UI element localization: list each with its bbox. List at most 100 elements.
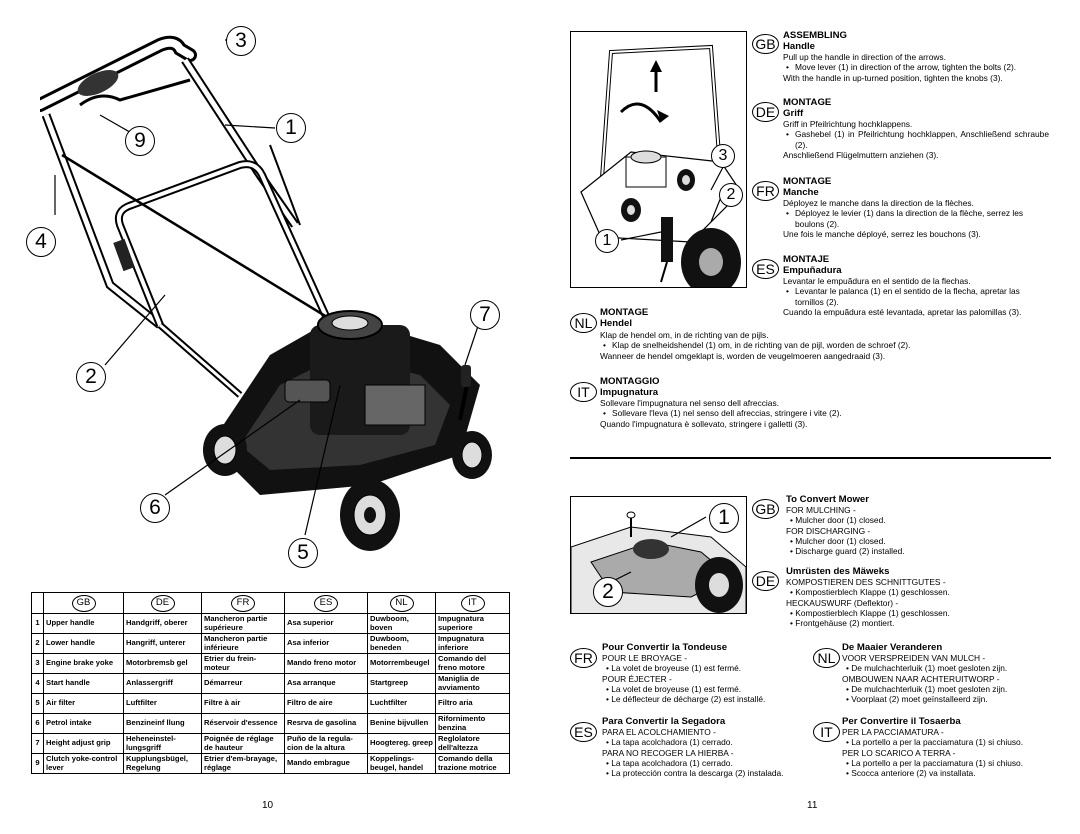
fig1-callout-2: 2 [719,183,743,207]
convert-badge-nl: NL [813,648,840,668]
col-header-gb: GB [43,592,124,614]
callout-1: 1 [276,113,306,143]
table-cell: Asa arranque [284,673,368,694]
convert-de-line: • Frontgehäuse (2) montiert. [790,618,895,629]
table-cell: Impugnatura superiore [435,613,510,634]
convert-es-line: • La tapa acolchadora (1) cerrado. [606,737,733,748]
table-cell: Mando embrague [284,753,368,774]
table-cell: Filtre à air [201,693,285,714]
convert-fr-line: POUR ÉJECTER - [602,673,672,684]
badge-de: DE [752,102,779,122]
convert-fr-line: • La volet de broyeuse (1) est fermé. [606,663,742,674]
table-cell: Hangriff, unterer [123,633,202,654]
assembling-nl-body: Klap de hendel om, in de richting van de… [600,330,1040,361]
table-cell: Petrol intake [43,713,124,734]
assembling-gb-subtitle: Handle [783,41,815,52]
table-cell: Clutch yoke-control lever [43,753,124,774]
table-cell: Motorbremsb gel [123,653,202,674]
col-header-nl: NL [367,592,436,614]
assembling-fr-note: Une fois le manche déployé, serrez les b… [783,228,981,239]
table-cell: Poignée de réglage de hauteur [201,733,285,754]
assembling-fr-section: MONTAGE Manche Déployez le manche dans l… [783,176,1049,239]
convert-gb-line: FOR DISCHARGING - [786,525,871,536]
table-cell-index: 9 [31,753,44,774]
table-cell: Height adjust grip [43,733,124,754]
badge-gb: GB [752,34,779,54]
convert-it-line: • La portello a per la pacciamatura (1) … [846,757,1024,768]
section-divider [570,457,1051,459]
assembling-fr-bullet: Déployez le levier (1) dans la direction… [783,208,1049,229]
mower-parts-illustration [40,35,492,551]
table-cell: Engine brake yoke [43,653,124,674]
assembling-de-title: MONTAGE [783,97,832,108]
assembling-de-text: Griff in Pfeilrichtung hochklappens. [783,119,913,129]
badge-it: IT [570,382,597,402]
badge-es: ES [752,259,779,279]
col-header-es: ES [284,592,368,614]
assembling-gb-bullet: Move lever (1) in direction of the arrow… [783,62,1049,73]
table-cell-index: 6 [31,713,44,734]
callout-2: 2 [76,362,106,392]
assembling-fr-subtitle: Manche [783,187,819,198]
table-cell: Resrva de gasolina [284,713,368,734]
table-cell: Handgriff, oberer [123,613,202,634]
callout-5: 5 [288,538,318,568]
callout-9: 9 [125,126,155,156]
convert-badge-gb: GB [752,499,779,519]
convert-nl-title: De Maaier Veranderen [842,642,943,653]
table-cell: Etrier d'em-brayage, réglage [201,753,285,774]
convert-es-line: PARA NO RECOGER LA HIERBA - [602,747,734,758]
convert-es-line: • La tapa acolchadora (1) cerrado. [606,757,733,768]
convert-gb-section: To Convert Mower FOR MULCHING - • Mulche… [786,494,1046,556]
assembling-de-bullet: Gashebel (1) in Pfeilrichtung hochklappe… [783,129,1049,150]
assembling-it-subtitle: Impugnatura [600,387,659,398]
fig1-callout-3: 3 [711,144,735,168]
table-cell: Lower handle [43,633,124,654]
convert-fr-section: Pour Convertir la Tondeuse POUR LE BROYA… [602,642,817,704]
table-cell: Asa superior [284,613,368,634]
handle-assembly-figure: 3 2 1 [570,31,747,288]
table-cell: Comando del freno motore [435,653,510,674]
table-cell-index: 2 [31,633,44,654]
page-number-right: 11 [807,800,818,811]
table-cell: Filtro de aire [284,693,368,714]
table-cell: Mancheron partie inférieure [201,633,285,654]
assembling-it-text: Sollevare l'impugnatura nel senso dell a… [600,398,779,408]
convert-gb-line: • Discharge guard (2) installed. [790,546,905,557]
table-cell: Upper handle [43,613,124,634]
fig2-callout-2: 2 [593,577,623,607]
convert-it-line: • La portello a per la pacciamatura (1) … [846,737,1024,748]
assembling-es-section: MONTAJE Empuñadura Levantar le empuãdura… [783,254,1051,317]
convert-gb-line: • Mulcher door (1) closed. [790,515,886,526]
table-cell: Luftfilter [123,693,202,714]
table-cell: Filtro aria [435,693,510,714]
convert-it-line: • Scocca anteriore (2) va installata. [846,768,976,779]
convert-it-line: PER LA PACCIAMATURA - [842,727,944,737]
convert-de-line: HECKAUSWURF (Deflektor) - [786,597,899,608]
assembling-fr-text: Déployez le manche dans la direction de … [783,198,974,208]
callout-3: 3 [226,26,256,56]
callout-4: 4 [26,227,56,257]
convert-badge-it: IT [813,722,840,742]
convert-nl-line: OMBOUWEN NAAR ACHTERUITWORP - [842,673,1000,684]
convert-nl-line: • De mulchachterluik (1) moet gesloten z… [846,683,1008,694]
col-header-it: IT [435,592,510,614]
assembling-gb-section: ASSEMBLING Handle Pull up the handle in … [783,30,1049,83]
convert-gb-line: • Mulcher door (1) closed. [790,535,886,546]
convert-fr-title: Pour Convertir la Tondeuse [602,642,728,653]
table-cell: Réservoir d'essence [201,713,285,734]
callout-6: 6 [140,493,170,523]
badge-nl: NL [570,313,597,333]
table-cell: Heheneinstel-lungsgriff [123,733,202,754]
convert-gb-title: To Convert Mower [786,494,869,505]
assembling-de-section: MONTAGE Griff Griff in Pfeilrichtung hoc… [783,97,1049,160]
convert-de-line: KOMPOSTIEREN DES SCHNITTGUTES - [786,577,946,587]
fig2-callout-1: 1 [709,503,739,533]
table-cell: Benine bijvullen [367,713,436,734]
assembling-es-title: MONTAJE [783,254,830,265]
assembling-de-subtitle: Griff [783,108,804,119]
